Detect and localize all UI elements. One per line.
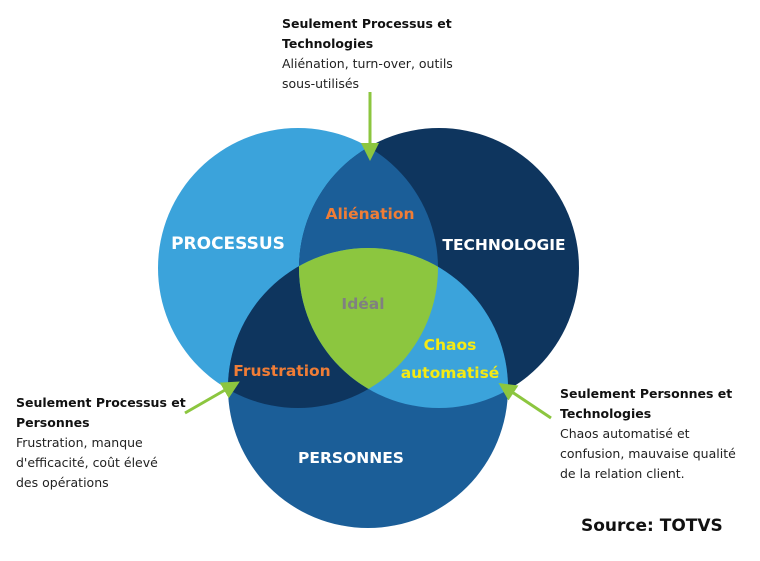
- note-right-desc-1: Chaos automatisé et: [560, 426, 690, 441]
- label-personnes: PERSONNES: [298, 449, 404, 467]
- source-label: Source: TOTVS: [581, 516, 723, 536]
- note-right-desc-2: confusion, mauvaise qualité: [560, 446, 736, 461]
- label-frustration: Frustration: [233, 362, 330, 380]
- note-top-desc-1: Aliénation, turn-over, outils: [282, 56, 453, 71]
- label-chaos-line1: Chaos: [424, 336, 477, 354]
- note-right-title-1: Seulement Personnes et: [560, 386, 733, 401]
- note-left-title-2: Personnes: [16, 415, 90, 430]
- note-left-desc-2: d'efficacité, coût élevé: [16, 455, 158, 470]
- note-left-desc-3: des opérations: [16, 475, 109, 490]
- label-alienation: Aliénation: [325, 205, 414, 223]
- note-left-desc-1: Frustration, manque: [16, 435, 143, 450]
- region-ideal: [299, 248, 438, 408]
- arrow-right: [498, 383, 552, 420]
- label-technologie: TECHNOLOGIE: [442, 236, 565, 254]
- note-top: Seulement Processus et Technologies Alié…: [282, 14, 453, 94]
- label-chaos-line2: automatisé: [401, 364, 500, 382]
- note-top-title-1: Seulement Processus et: [282, 16, 452, 31]
- label-ideal: Idéal: [341, 295, 384, 313]
- note-left-title-1: Seulement Processus et: [16, 395, 186, 410]
- label-processus: PROCESSUS: [171, 234, 285, 254]
- note-top-title-2: Technologies: [282, 36, 374, 51]
- arrow-left: [184, 381, 240, 415]
- note-top-desc-2: sous-utilisés: [282, 76, 360, 91]
- note-right-desc-3: de la relation client.: [560, 466, 685, 481]
- note-left: Seulement Processus et Personnes Frustra…: [16, 393, 186, 493]
- note-right: Seulement Personnes et Technologies Chao…: [560, 384, 736, 484]
- note-right-title-2: Technologies: [560, 406, 652, 421]
